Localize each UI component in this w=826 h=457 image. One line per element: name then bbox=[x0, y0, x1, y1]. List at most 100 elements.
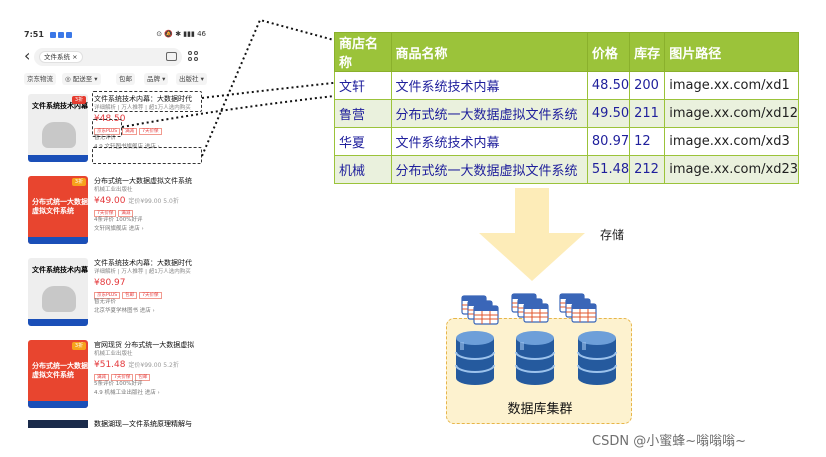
app-icon bbox=[58, 32, 64, 38]
cluster-label: 数据库集群 bbox=[507, 402, 573, 417]
item-title[interactable]: 文件系统技术内幕：大数据时代 bbox=[94, 259, 192, 267]
cell-price: 80.97 bbox=[586, 127, 631, 156]
item-shop[interactable]: 文轩网旗舰店 进店 › bbox=[94, 226, 144, 232]
cell-price: 48.50 bbox=[586, 71, 631, 100]
cell-image: image.xx.com/xd23 bbox=[664, 155, 799, 184]
list-item[interactable]: 分布式统一大数据虚拟文件系统 3折 官网现货 分布式统一大数据虚拟 机械工业出版… bbox=[20, 338, 210, 416]
cell-image: image.xx.com/xd3 bbox=[664, 127, 799, 156]
price-note: 定价¥99.00 5.0折 bbox=[128, 198, 179, 205]
book-cover: 文件系统技术内幕 bbox=[28, 258, 88, 326]
cover-band bbox=[28, 237, 88, 244]
item-shop[interactable]: 4.9 机械工业出版社 进店 › bbox=[94, 390, 160, 396]
item-price: ¥49.00 定价¥99.00 5.0折 bbox=[94, 195, 208, 208]
col-header: 图片路径 bbox=[664, 32, 799, 72]
table-row: 鲁营 分布式统一大数据虚拟文件系统 49.50 211 image.xx.com… bbox=[334, 99, 799, 128]
table-header-row: 商店名称 商品名称 价格 库存 图片路径 bbox=[334, 32, 799, 72]
list-item[interactable]: 分布式统一大数据虚拟文件系统 3折 分布式统一大数据虚拟文件系统 机械工业出版社… bbox=[20, 174, 210, 252]
price-note: 定价¥99.00 5.2折 bbox=[128, 362, 179, 369]
cover-title: 分布式统一大数据虚拟文件系统 bbox=[32, 198, 88, 215]
elephant-illustration bbox=[42, 122, 76, 148]
arrow-shop-to-shopname bbox=[201, 18, 359, 157]
item-price: ¥80.97 bbox=[94, 277, 208, 290]
cover-band bbox=[28, 319, 88, 326]
cell-goods: 文件系统技术内幕 bbox=[390, 71, 588, 100]
tag: 包邮 bbox=[135, 374, 151, 381]
tag: 京东PLUS bbox=[94, 128, 121, 135]
table-row: 华夏 文件系统技术内幕 80.97 12 image.xx.com/xd3 bbox=[334, 127, 799, 156]
status-time: 7:51 bbox=[24, 30, 44, 39]
item-info: 文件系统技术内幕：大数据时代 详细解析 | 万人推荐 | 超1万人选内购买 ¥8… bbox=[94, 258, 208, 316]
tag: 满减 bbox=[118, 210, 134, 217]
item-subtitle: 机械工业出版社 bbox=[94, 351, 133, 357]
tag: 7天价保 bbox=[94, 210, 117, 217]
search-input[interactable]: 文件系统 × bbox=[34, 48, 182, 66]
col-header: 库存 bbox=[629, 32, 666, 72]
elephant-illustration bbox=[42, 286, 76, 312]
item-subtitle: 详细解析 | 万人推荐 | 超1万人选内购买 bbox=[94, 269, 191, 275]
item-title[interactable]: 分布式统一大数据虚拟文件系统 bbox=[94, 177, 192, 185]
app-icon bbox=[66, 32, 72, 38]
cell-image: image.xx.com/xd1 bbox=[664, 71, 799, 100]
cover-title: 分布式统一大数据虚拟文件系统 bbox=[32, 362, 88, 379]
item-info: 分布式统一大数据虚拟文件系统 机械工业出版社 ¥49.00 定价¥99.00 5… bbox=[94, 176, 208, 234]
highlight-shop bbox=[92, 147, 202, 164]
grid-view-icon[interactable] bbox=[188, 51, 200, 63]
item-title[interactable]: 官网现货 分布式统一大数据虚拟 bbox=[94, 341, 195, 349]
tag: 满减 bbox=[122, 128, 138, 135]
cell-price: 51.48 bbox=[586, 155, 631, 184]
table-row: 文轩 文件系统技术内幕 48.50 200 image.xx.com/xd1 bbox=[334, 71, 799, 100]
cover-title: 文件系统技术内幕 bbox=[32, 266, 88, 274]
cover-badge: 3折 bbox=[72, 178, 86, 186]
status-bar: 7:51 ⊙ 🔕 ✱ ▮▮▮ 46 bbox=[20, 28, 210, 42]
cell-stock: 211 bbox=[629, 99, 666, 128]
item-title[interactable]: 数据湖现—文件系统原理精解与 bbox=[94, 420, 192, 428]
col-header: 商品名称 bbox=[390, 32, 588, 72]
storage-arrow-shape bbox=[479, 188, 585, 281]
search-chip[interactable]: 文件系统 × bbox=[39, 51, 83, 63]
tag: 7天价保 bbox=[139, 128, 162, 135]
cover-title: 文件系统技术内幕 bbox=[32, 102, 88, 110]
highlight-title bbox=[92, 91, 202, 112]
filter-chip[interactable]: 出版社 ▾ bbox=[176, 73, 207, 85]
back-icon[interactable]: ‹ bbox=[24, 46, 31, 65]
filter-chip[interactable]: ◎ 配送至 ▾ bbox=[62, 73, 101, 85]
filter-chip[interactable]: 京东物流 bbox=[24, 73, 56, 85]
table-row: 机械 分布式统一大数据虚拟文件系统 51.48 212 image.xx.com… bbox=[334, 155, 799, 184]
cell-shop: 鲁营 bbox=[334, 99, 392, 128]
cell-shop: 机械 bbox=[334, 155, 392, 184]
cover-badge: 3折 bbox=[72, 342, 86, 350]
cover-badge: 3折 bbox=[72, 96, 86, 104]
filter-chip[interactable]: 品牌 ▾ bbox=[144, 73, 169, 85]
book-cover bbox=[28, 420, 88, 428]
goods-table: 商店名称 商品名称 价格 库存 图片路径 文轩 文件系统技术内幕 48.50 2… bbox=[334, 32, 799, 184]
list-item[interactable]: 文件系统技术内幕 文件系统技术内幕：大数据时代 详细解析 | 万人推荐 | 超1… bbox=[20, 256, 210, 334]
item-reviews: 5条评价 100%好评 bbox=[94, 381, 143, 387]
price-value: ¥49.00 bbox=[94, 196, 126, 206]
phone-screenshot: 7:51 ⊙ 🔕 ✱ ▮▮▮ 46 ‹ 文件系统 × 京东物流 ◎ 配送至 ▾ … bbox=[20, 28, 210, 428]
price-value: ¥51.48 bbox=[94, 360, 126, 370]
filter-chip[interactable]: 包邮 bbox=[116, 73, 135, 85]
item-info: 官网现货 分布式统一大数据虚拟 机械工业出版社 ¥51.48 定价¥99.00 … bbox=[94, 340, 208, 398]
cell-stock: 200 bbox=[629, 71, 666, 100]
book-cover: 分布式统一大数据虚拟文件系统 3折 bbox=[28, 340, 88, 408]
book-cover: 文件系统技术内幕 3折 bbox=[28, 94, 88, 162]
filter-bar: 京东物流 ◎ 配送至 ▾ 包邮 品牌 ▾ 出版社 ▾ bbox=[20, 72, 210, 86]
item-reviews: 4条评价 100%好评 bbox=[94, 217, 143, 223]
cell-stock: 12 bbox=[629, 127, 666, 156]
cell-goods: 分布式统一大数据虚拟文件系统 bbox=[390, 155, 588, 184]
highlight-price bbox=[92, 119, 122, 137]
item-subtitle: 机械工业出版社 bbox=[94, 187, 133, 193]
watermark: CSDN @小蜜蜂~嗡嗡嗡~ bbox=[592, 434, 746, 449]
book-cover: 分布式统一大数据虚拟文件系统 3折 bbox=[28, 176, 88, 244]
cover-band bbox=[28, 401, 88, 408]
status-indicators: ⊙ 🔕 ✱ ▮▮▮ 46 bbox=[156, 30, 206, 38]
storage-label: 存储 bbox=[600, 228, 625, 242]
item-shop[interactable]: 北京华夏学林图书 进店 › bbox=[94, 308, 155, 314]
item-price: ¥51.48 定价¥99.00 5.2折 bbox=[94, 359, 208, 372]
tag: 包邮 bbox=[122, 292, 138, 299]
camera-icon[interactable] bbox=[166, 52, 177, 61]
cell-image: image.xx.com/xd12 bbox=[664, 99, 799, 128]
